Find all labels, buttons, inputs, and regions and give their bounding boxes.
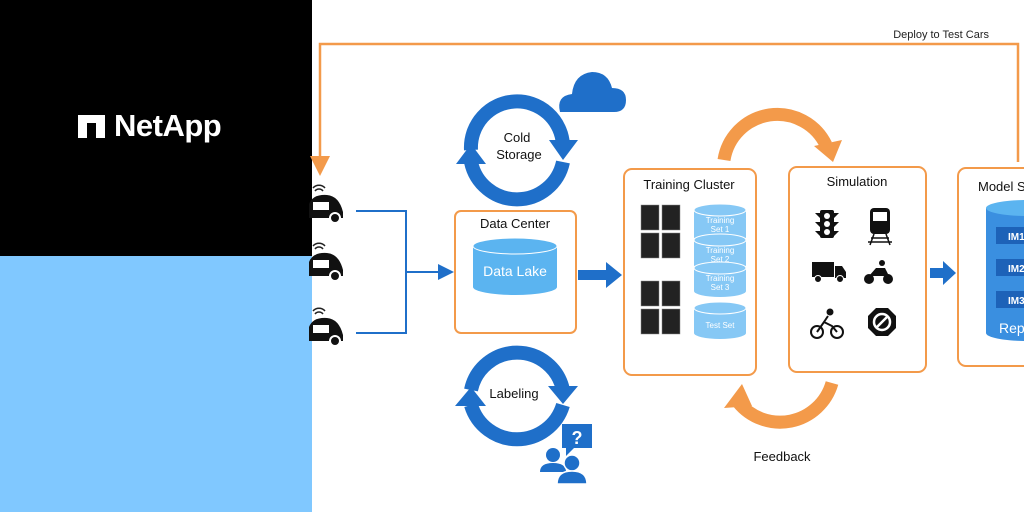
deploy-loop-line [310,42,1020,176]
dataset-label: Set 2 [711,255,730,264]
motorcycle-icon [864,260,893,284]
netapp-logo: NetApp [78,108,222,144]
repository-label: Rep [999,320,1024,336]
training-to-simulation-loop [717,107,832,162]
training-cluster-title: Training Cluster [643,177,735,192]
feedback-label: Feedback [753,449,811,464]
no-entry-sign-icon [868,308,896,336]
server-rack-icons [640,204,681,335]
cycle-arrowhead-icon [456,144,486,164]
labeling-cycle: Labeling [455,345,578,447]
model-repository-cylinder: IM1 IM2 IM3 Rep [986,200,1024,341]
netapp-logo-text: NetApp [114,108,222,143]
model-label: IM3 [1008,296,1024,307]
flow-arrow [930,261,956,285]
cold-storage-cycle: Cold Storage [456,94,578,207]
brand-panel-light-blue [0,256,312,512]
loop-arrowhead-icon [724,384,752,408]
dataset-label: Set 3 [711,283,730,292]
brand-panel-black [0,0,312,256]
question-mark: ? [572,428,583,448]
data-lake-label: Data Lake [483,263,547,279]
model-badge [996,227,1024,244]
test-car-icon [309,307,343,347]
dataset-label: Training [706,246,735,255]
model-store-title: Model S [978,179,1024,194]
dataset-label: Set 1 [711,225,730,234]
dataset-label: Training [706,274,735,283]
traffic-light-icon [815,210,839,238]
model-label: IM2 [1008,264,1024,275]
cold-storage-label: Storage [496,147,542,162]
flow-arrow [578,262,622,288]
simulation-box [788,166,927,373]
bicycle-icon [810,308,844,339]
deploy-label: Deploy to Test Cars [893,29,989,41]
cycle-arrowhead-icon [455,387,486,406]
data-center-title: Data Center [480,216,551,231]
loop-arrowhead-icon [814,140,842,162]
test-car-icon [309,242,343,282]
model-label: IM1 [1008,232,1024,243]
model-badge [996,291,1024,308]
train-icon [868,208,892,246]
people-question-icon: ? [540,424,592,485]
cloud-icon [559,72,626,112]
labeling-label: Labeling [489,386,538,401]
truck-icon [812,262,846,283]
dataset-label: Training [706,216,735,225]
cycle-arrowhead-icon [548,386,578,404]
car-connector-lines [356,210,450,334]
training-set-cylinder: Training Set 3 [693,261,747,297]
netapp-logo-mark-icon [78,114,105,138]
cycle-arrowhead-icon [549,140,578,160]
test-set-cylinder: Test Set [693,301,747,339]
cold-storage-label: Cold [504,130,531,145]
simulation-title: Simulation [827,174,888,189]
dataset-label: Test Set [706,321,736,330]
data-lake-cylinder: Data Lake [472,237,558,295]
test-car-icon [309,184,343,224]
model-badge [996,259,1024,276]
feedback-loop [732,380,839,429]
